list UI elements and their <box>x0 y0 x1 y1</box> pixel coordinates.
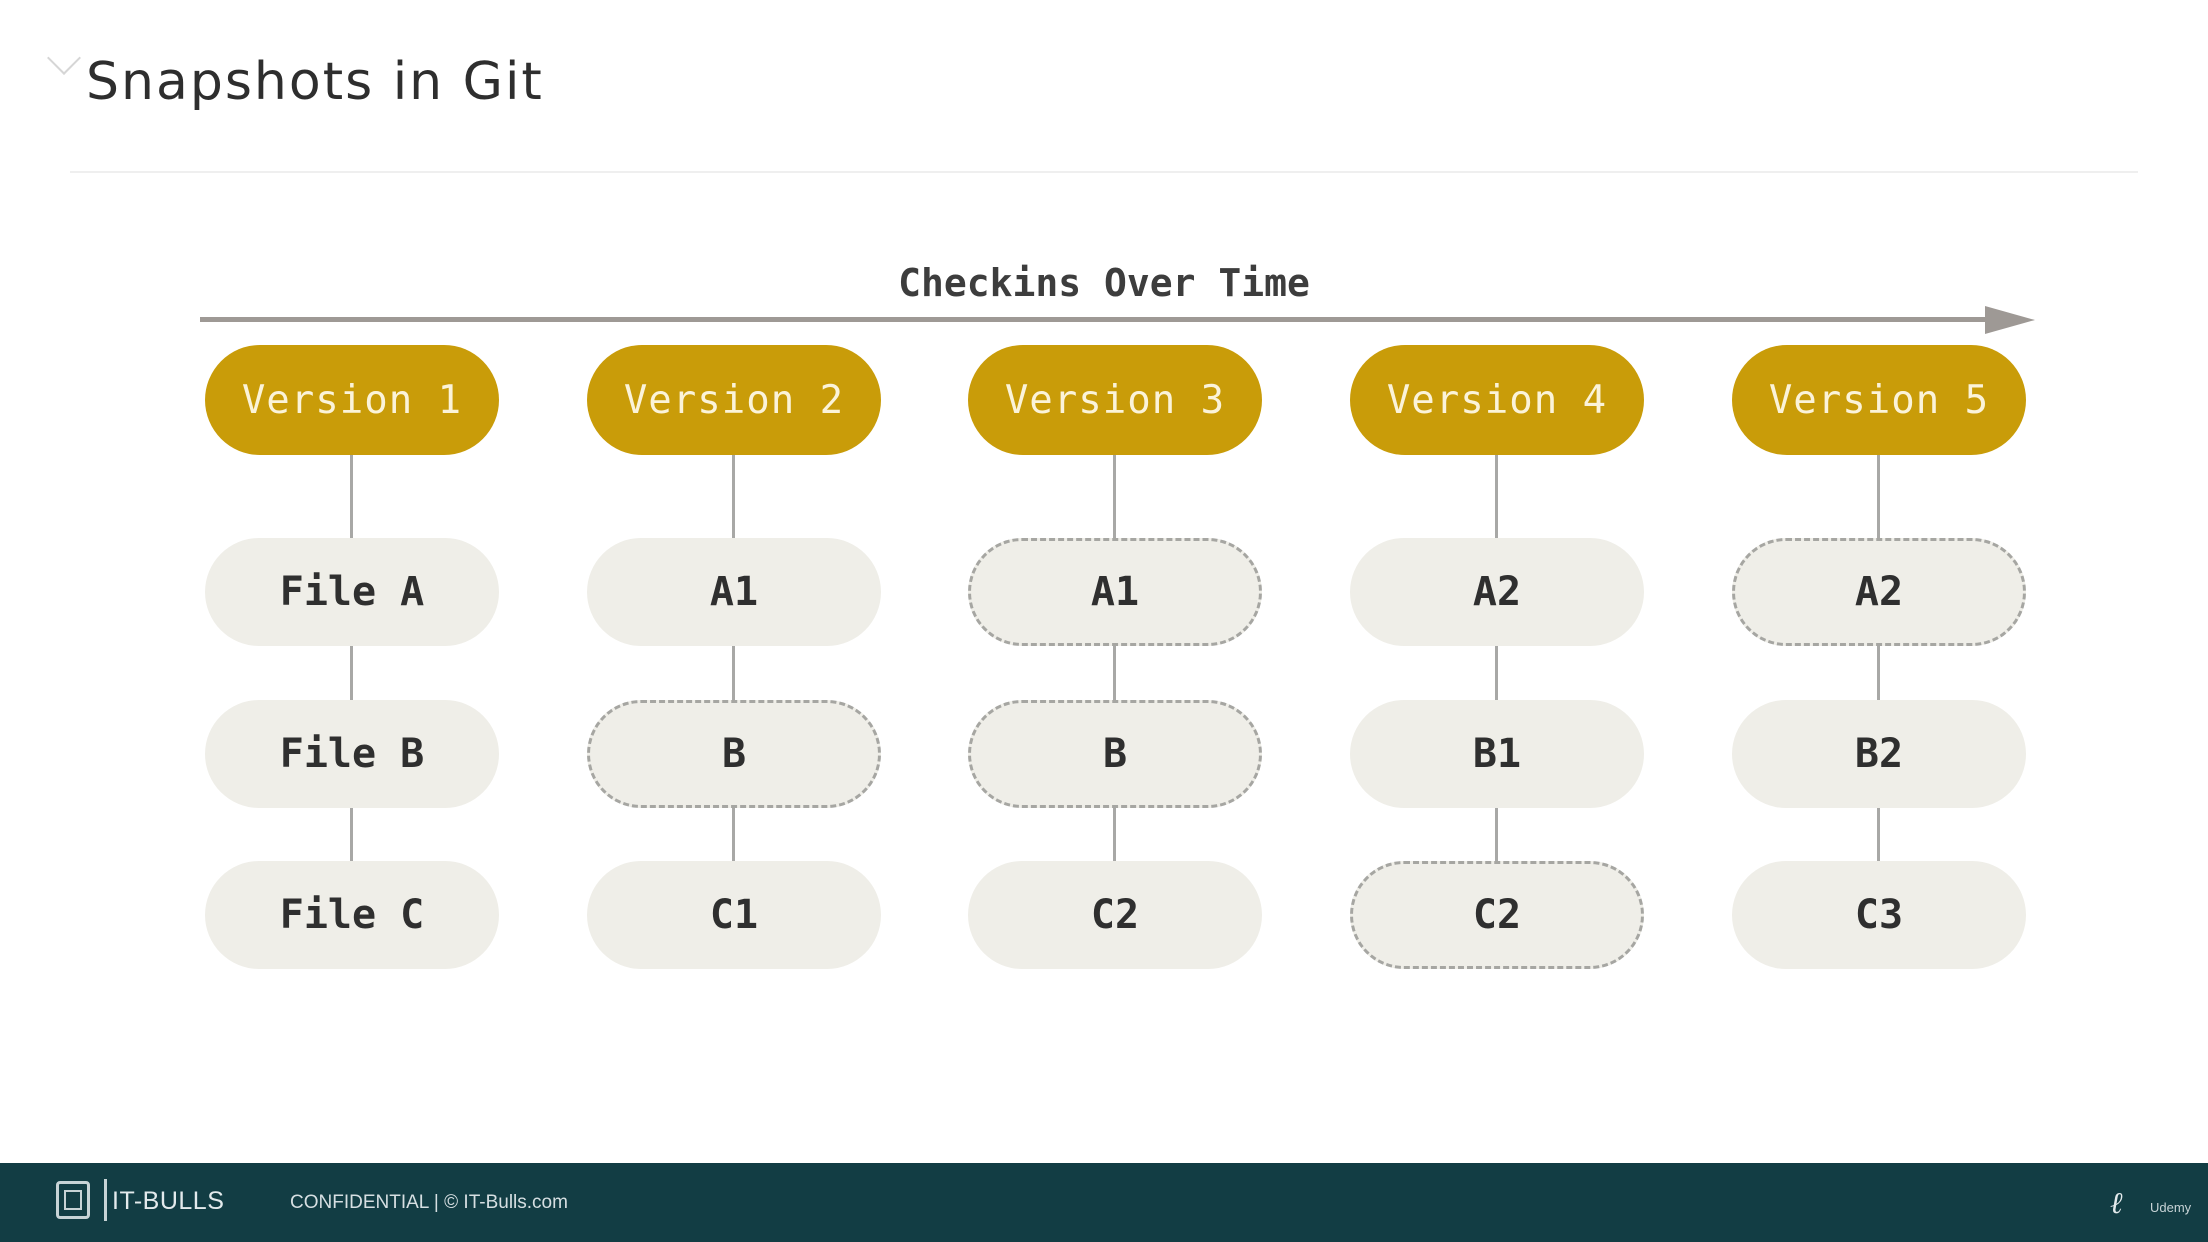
logo-divider <box>104 1179 107 1221</box>
version-node: Version 1 <box>205 345 499 455</box>
version-node: Version 3 <box>968 345 1262 455</box>
version-column: Version 2 A1 B C1 <box>587 345 881 975</box>
it-bulls-logo-icon <box>56 1181 90 1219</box>
footer-confidential: CONFIDENTIAL | © IT-Bulls.com <box>290 1192 568 1213</box>
file-snapshot: A1 <box>587 538 881 646</box>
version-column: Version 5 A2 B2 C3 <box>1732 345 2026 975</box>
file-snapshot: File C <box>205 861 499 969</box>
column-connector <box>350 445 353 935</box>
timeline-axis <box>200 317 1990 322</box>
footer-bar: IT-BULLS CONFIDENTIAL | © IT-Bulls.com ℓ… <box>0 1163 2208 1242</box>
footer-brand: IT-BULLS <box>112 1187 225 1215</box>
file-snapshot: File B <box>205 700 499 808</box>
file-snapshot: C2 <box>968 861 1262 969</box>
title-divider <box>70 171 2138 173</box>
version-node: Version 4 <box>1350 345 1644 455</box>
file-snapshot: A2 <box>1350 538 1644 646</box>
version-node: Version 2 <box>587 345 881 455</box>
file-snapshot: C2 <box>1350 861 1644 969</box>
version-column: Version 3 A1 B C2 <box>968 345 1262 975</box>
snapshots-diagram: Checkins Over Time Version 1 File A File… <box>200 261 2035 975</box>
version-column: Version 4 A2 B1 C2 <box>1350 345 1644 975</box>
column-connector <box>1877 445 1880 935</box>
file-snapshot: B <box>968 700 1262 808</box>
version-column: Version 1 File A File B File C <box>205 345 499 975</box>
file-snapshot: C1 <box>587 861 881 969</box>
column-connector <box>1113 445 1116 935</box>
file-snapshot: A1 <box>968 538 1262 646</box>
file-snapshot: B1 <box>1350 700 1644 808</box>
version-node: Version 5 <box>1732 345 2026 455</box>
timeline-label: Checkins Over Time <box>898 261 1310 305</box>
timeline-arrow-icon <box>1985 306 2035 334</box>
file-snapshot: File A <box>205 538 499 646</box>
file-snapshot: A2 <box>1732 538 2026 646</box>
page-title: Snapshots in Git <box>86 52 544 112</box>
column-connector <box>1495 445 1498 935</box>
file-snapshot: C3 <box>1732 861 2026 969</box>
udemy-label: Udemy <box>2150 1200 2192 1215</box>
column-connector <box>732 445 735 935</box>
file-snapshot: B <box>587 700 881 808</box>
file-snapshot: B2 <box>1732 700 2026 808</box>
udemy-logo-icon: ℓ <box>2110 1186 2123 1221</box>
